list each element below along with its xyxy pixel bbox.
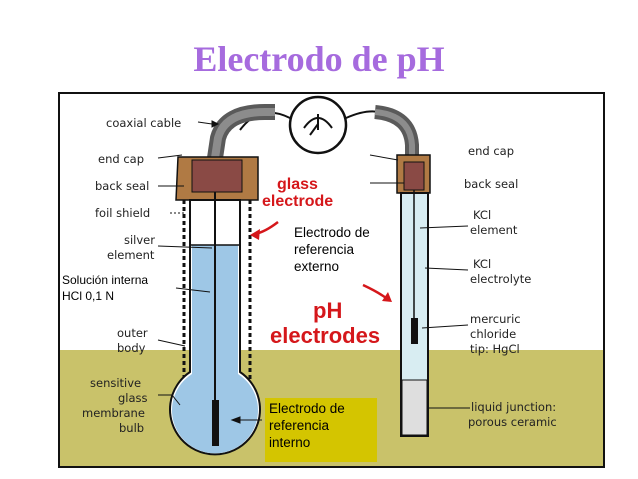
internal-reference-label: Electrodo de referencia interno: [265, 398, 377, 462]
label-kcl-1: KCl: [473, 208, 491, 222]
label-electrode: electrode: [262, 193, 333, 210]
cable-right-hl: [374, 109, 415, 162]
sol-line-2: HCl 0,1 N: [62, 289, 115, 303]
label-outer-1: outer: [117, 326, 148, 340]
label-kcl-electrolyte-1: KCl: [473, 257, 491, 271]
meter-needle-2: [309, 123, 319, 136]
label-back-seal-right: back seal: [464, 177, 518, 191]
label-mercuric-1: mercuric: [470, 312, 521, 326]
label-silver-1: silver: [124, 233, 155, 247]
internal-solution-label: Solución interna HCl 0,1 N: [62, 272, 174, 306]
label-electrodes: electrodes: [270, 323, 380, 348]
ext-ref-line-3: externo: [294, 259, 340, 274]
int-ref-line-2: referencia: [269, 418, 330, 433]
label-liquid-1: liquid junction:: [471, 400, 556, 414]
label-ph: pH: [313, 298, 342, 323]
sol-line-1: Solución interna: [62, 273, 149, 287]
ref-arrow: [362, 283, 387, 300]
label-outer-2: body: [117, 341, 146, 355]
label-end-cap-left: end cap: [98, 152, 144, 166]
label-end-cap-right: end cap: [468, 144, 514, 158]
back-seal-left: [191, 159, 243, 193]
coaxial-cable-left-hl: [211, 108, 275, 159]
label-sensitive-1: sensitive: [90, 376, 141, 390]
label-back-seal-left: back seal: [95, 179, 149, 193]
int-ref-line-3: interno: [269, 435, 311, 450]
label-liquid-2: porous ceramic: [468, 415, 557, 429]
mercuric-tip: [411, 318, 418, 344]
label-silver-2: element: [107, 248, 155, 262]
label-kcl-2: element: [470, 223, 518, 237]
back-seal-right: [403, 161, 425, 191]
silver-element-tip: [212, 400, 219, 446]
label-foil-shield: foil shield: [95, 206, 150, 220]
ext-ref-line-1: Electrodo de: [294, 225, 370, 240]
page-title: Electrodo de pH: [193, 39, 445, 79]
label-sensitive-3: membrane: [82, 406, 145, 420]
ext-ref-line-2: referencia: [294, 242, 355, 257]
label-glass: glass: [277, 176, 318, 193]
porous-ceramic: [401, 379, 428, 436]
label-mercuric-2: chloride: [470, 327, 516, 341]
label-sensitive-2: glass: [118, 391, 148, 405]
int-ref-line-1: Electrodo de: [269, 401, 345, 416]
external-reference-label: Electrodo de referencia externo: [294, 224, 404, 275]
label-coaxial-cable: coaxial cable: [106, 116, 181, 130]
label-mercuric-3: tip: HgCl: [470, 342, 520, 356]
label-kcl-electrolyte-2: electrolyte: [470, 272, 531, 286]
label-sensitive-4: bulb: [119, 421, 144, 435]
